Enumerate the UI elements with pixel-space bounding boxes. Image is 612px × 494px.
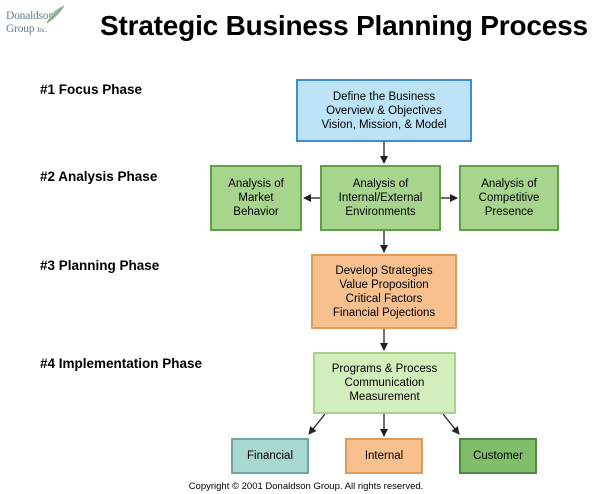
box-text: Programs & Process — [331, 363, 438, 375]
box-internal-external-environments: Analysis of Internal/External Environmen… — [320, 165, 441, 231]
box-text: Behavior — [233, 206, 279, 218]
phase-label-analysis: #2 Analysis Phase — [40, 169, 158, 184]
box-customer: Customer — [459, 438, 537, 474]
box-competitive-presence: Analysis of Competitive Presence — [459, 165, 559, 231]
arrow-to-financial — [308, 413, 326, 435]
phase-label-planning: #3 Planning Phase — [40, 258, 160, 273]
box-text: Analysis of — [481, 178, 537, 190]
page-title: Strategic Business Planning Process — [100, 10, 588, 41]
copyright-notice: Copyright © 2001 Donaldson Group. All ri… — [188, 481, 424, 492]
leaf-icon — [46, 5, 65, 24]
box-define-business: Define the Business Overview & Objective… — [296, 79, 472, 142]
box-text: Environments — [345, 206, 416, 218]
box-text: Critical Factors — [345, 292, 423, 305]
box-internal: Internal — [345, 438, 423, 474]
company-logo: Donaldson Group Inc. — [4, 4, 68, 44]
phase-label-focus: #1 Focus Phase — [40, 82, 143, 97]
box-text: Vision, Mission, & Model — [321, 118, 447, 131]
logo-line-2: Group Inc. — [6, 23, 47, 35]
box-market-behavior: Analysis of Market Behavior — [210, 165, 302, 231]
box-text: Financial — [246, 450, 294, 462]
arrow-to-customer — [442, 413, 460, 435]
phase-label-implementation: #4 Implementation Phase — [40, 356, 203, 371]
box-text: Value Proposition — [339, 278, 429, 291]
box-develop-strategies: Develop Strategies Value Proposition Cri… — [311, 254, 457, 329]
box-text: Market — [238, 192, 274, 204]
logo-line-1: Donaldson — [6, 10, 55, 22]
box-text: Measurement — [349, 391, 420, 403]
box-programs-process: Programs & Process Communication Measure… — [313, 352, 456, 414]
box-text: Communication — [344, 377, 425, 389]
box-text: Internal — [364, 450, 404, 462]
box-text: Develop Strategies — [335, 264, 433, 277]
box-text: Analysis of — [352, 178, 409, 190]
box-financial: Financial — [231, 438, 309, 474]
box-text: Financial Pojections — [332, 306, 436, 319]
box-text: Define the Business — [332, 90, 436, 103]
box-text: Analysis of — [228, 178, 284, 190]
logo-group-text: Group — [6, 23, 35, 35]
box-text: Presence — [484, 206, 534, 218]
box-text: Internal/External — [338, 192, 423, 204]
box-text: Overview & Objectives — [326, 104, 442, 117]
box-text: Competitive — [478, 192, 540, 204]
box-text: Customer — [473, 450, 523, 462]
logo-inc-text: Inc. — [37, 26, 47, 34]
